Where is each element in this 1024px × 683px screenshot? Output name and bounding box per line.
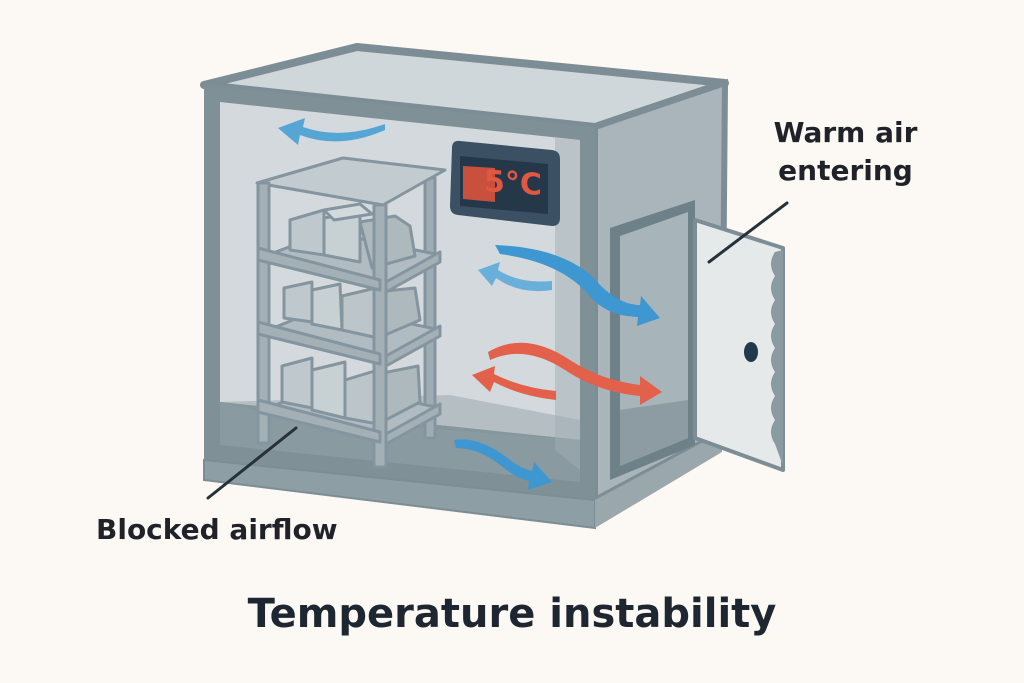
cold-air-arrow xyxy=(478,262,552,292)
cold-air-arrow xyxy=(495,245,660,326)
warm-air-arrow xyxy=(488,342,662,405)
air-flow-arrows xyxy=(278,118,662,490)
warm-air-label-line2: entering xyxy=(778,154,913,187)
cold-air-arrow xyxy=(454,439,552,490)
warm-air-callout-line xyxy=(707,201,789,264)
open-door xyxy=(610,200,785,480)
diagram-title: Temperature instability xyxy=(247,591,777,637)
cold-air-arrow xyxy=(278,118,385,145)
blocked-airflow-label: Blocked airflow xyxy=(96,513,338,546)
blocked-airflow-callout-line xyxy=(206,426,298,500)
warm-air-label-line1: Warm air xyxy=(773,116,918,149)
door-handle-icon xyxy=(744,342,758,362)
warm-air-entering-label: Warm air entering xyxy=(758,114,933,190)
thermometer-reading: 5°C xyxy=(484,163,542,204)
warm-air-arrow xyxy=(472,366,556,400)
shelving-unit xyxy=(255,156,447,469)
thermometer-display xyxy=(450,140,560,226)
